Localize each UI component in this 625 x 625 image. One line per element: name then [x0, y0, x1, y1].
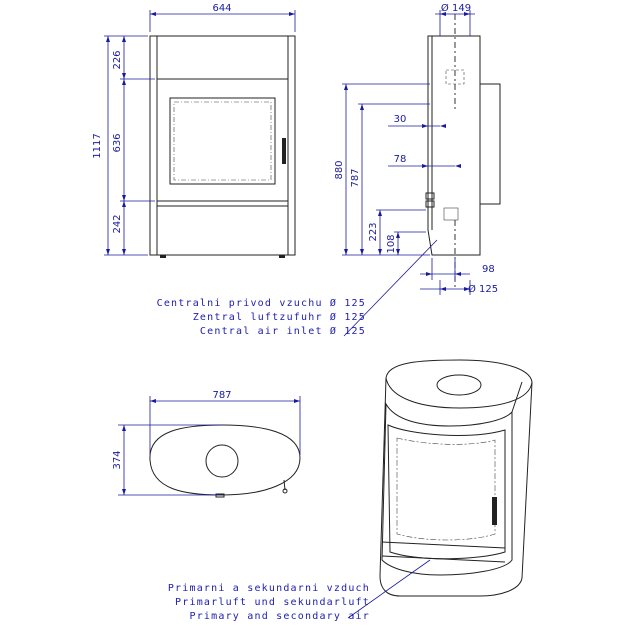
primary-air-note-line2: Primarluft und sekundarluft	[175, 597, 370, 608]
central-air-note-line2: Zentral luftzufuhr Ø 125	[193, 311, 366, 323]
top-depth-label: 374	[112, 450, 123, 469]
perspective-flue-ellipse	[436, 374, 482, 396]
side-height-787-label: 787	[350, 168, 361, 187]
front-height-mid-label: 636	[112, 133, 123, 152]
front-glass	[169, 97, 276, 185]
perspective-body-outline	[379, 359, 533, 597]
primary-air-note-line1: Primarni a sekundarni vzduch	[168, 583, 370, 594]
side-bottom-diameter-label: Ø 125	[468, 283, 498, 295]
side-height-223-label: 223	[368, 222, 379, 241]
side-offset-78-label: 78	[394, 154, 407, 165]
central-air-note-line3: Central air inlet Ø 125	[200, 325, 366, 337]
side-top-diameter-label: Ø 149	[441, 2, 471, 14]
front-door-handle	[282, 138, 286, 164]
side-width-98-label: 98	[482, 264, 495, 275]
side-body-outline	[427, 35, 481, 256]
central-air-leader	[343, 239, 438, 337]
primary-air-note-line3: Primary and secondary air	[189, 611, 370, 622]
front-door	[156, 78, 289, 202]
top-body-outline	[149, 424, 301, 496]
central-air-note: Centralni privod vzuchu Ø 125 Zentral lu…	[157, 297, 366, 337]
front-body-outline	[149, 35, 296, 256]
top-width-label: 787	[212, 390, 231, 401]
side-view: Ø 149 30 78 880 787 223 108	[334, 2, 501, 337]
front-height-bottom-label: 242	[112, 214, 123, 233]
top-view: 787 374	[112, 390, 301, 498]
perspective-door	[387, 424, 506, 560]
side-offset-30-label: 30	[394, 114, 407, 125]
top-flue-circle	[205, 444, 239, 478]
primary-air-note: Primarni a sekundarni vzduch Primarluft …	[168, 583, 370, 622]
central-air-note-line1: Centralni privod vzuchu Ø 125	[157, 297, 366, 309]
side-back-panel	[479, 83, 501, 205]
perspective-door-handle	[492, 497, 497, 525]
perspective-view	[347, 359, 533, 619]
primary-air-leader	[347, 559, 431, 619]
front-view: 644 1117 226 636 242	[92, 3, 296, 258]
front-height-top-label: 226	[112, 50, 123, 69]
front-width-label: 644	[212, 3, 231, 14]
side-height-880-label: 880	[334, 160, 345, 179]
front-height-total-label: 1117	[92, 133, 103, 158]
side-height-108-label: 108	[386, 234, 397, 253]
